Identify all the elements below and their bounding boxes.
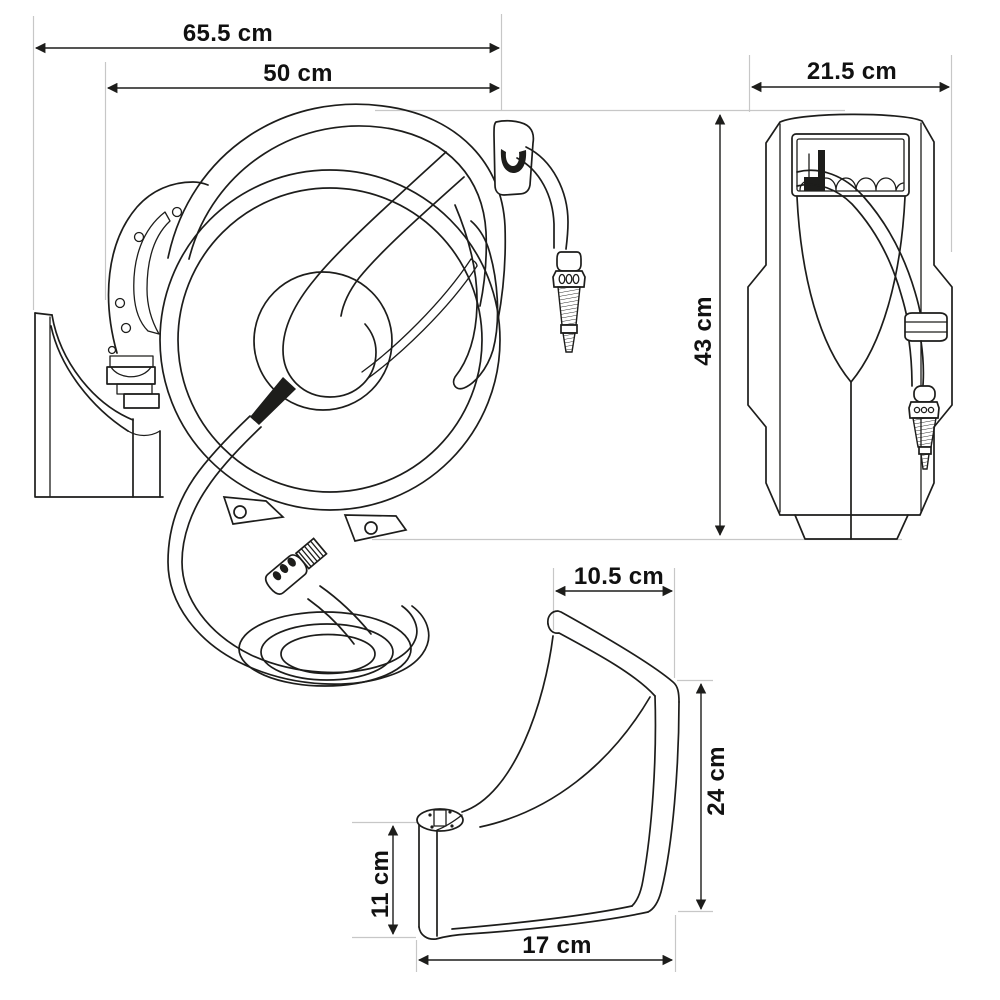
mounting-feet [222, 496, 408, 542]
bracket-view-drawing [416, 610, 680, 940]
front-view-drawing [34, 103, 586, 687]
side-hose [796, 169, 948, 387]
side-height-label: 43 cm [690, 296, 717, 366]
bracket-pivot [416, 808, 464, 832]
dimension-lines [34, 42, 951, 966]
front-hose-and-nozzle [516, 146, 586, 353]
front-total-width-label: 65.5 cm [183, 20, 273, 47]
coiled-hose [167, 477, 430, 687]
hose-outlet [493, 119, 535, 196]
swivel-hinge [106, 355, 160, 409]
side-view-drawing [747, 113, 953, 540]
wall-bracket-front [34, 312, 164, 498]
hub-hose [193, 377, 296, 489]
bracket-height-label: 24 cm [703, 746, 730, 816]
front-reel-width-label: 50 cm [263, 60, 333, 87]
reel-drum [159, 103, 507, 511]
bracket-top-width-label: 10.5 cm [574, 563, 664, 590]
dimension-labels: 65.5 cm 50 cm 21.5 cm 43 cm 10.5 cm 24 c… [183, 20, 897, 959]
side-width-label: 21.5 cm [807, 58, 897, 85]
hose-connector [264, 537, 328, 595]
bracket-base-width-label: 17 cm [522, 932, 592, 959]
back-plate [107, 181, 209, 355]
extension-lines [32, 14, 953, 972]
bracket-pivot-height-label: 11 cm [367, 850, 394, 918]
side-nozzle [908, 385, 940, 470]
